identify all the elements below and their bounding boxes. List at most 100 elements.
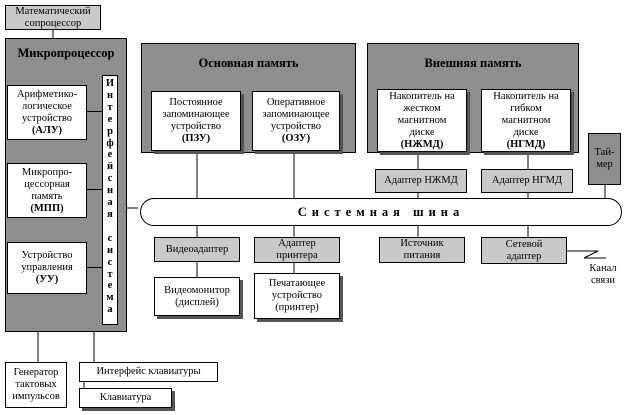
external-memory-block: Внешняя память Накопитель на жестком маг…: [367, 43, 579, 153]
timer-box: Тай- мер: [588, 133, 621, 185]
interface-system-letter: с: [107, 173, 113, 185]
coprocessor-line1: Математический: [15, 5, 91, 17]
interface-system-letter: й: [106, 161, 114, 173]
clock-generator-box: Генератор тактовых импульсов: [5, 362, 67, 408]
alu-line3: устройство: [21, 112, 73, 124]
fdd-line1: Накопитель на: [493, 90, 559, 102]
clock-generator-line1: Генератор: [13, 367, 59, 378]
mpp-box: Микропро- цессорная память (МПП): [7, 163, 87, 218]
alu-box: Арифметико- логическое устройство (АЛУ): [7, 85, 87, 140]
mpp-connector: [87, 189, 102, 190]
uu-box: Устройство управления (УУ): [7, 242, 87, 294]
system-bus: Системная шина: [140, 198, 622, 226]
main-memory-block: Основная память Постоянное запоминающее …: [141, 43, 356, 153]
channel-label: Канал связи: [582, 263, 624, 287]
interface-system-letter: с: [107, 256, 113, 268]
printer-adapter-line1: Адаптер: [278, 238, 316, 249]
interface-system-letter: ф: [106, 137, 114, 149]
interface-system-letter: е: [107, 113, 113, 125]
adapter-hdd-label: Адаптер НЖМД: [384, 175, 458, 186]
printer-adapter-line2: принтера: [276, 250, 318, 261]
timer-line2: мер: [596, 159, 613, 170]
interface-system-letter: я: [107, 208, 113, 220]
hdd-line4: диске: [409, 126, 435, 138]
math-coprocessor: Математический сопроцессор: [5, 5, 101, 30]
interface-system-letter: т: [107, 268, 113, 280]
hdd-line2: жестком: [403, 102, 441, 114]
hdd-line1: Накопитель на: [389, 90, 455, 102]
uu-connector: [87, 267, 102, 268]
channel-line1: Канал: [589, 263, 617, 274]
interface-system-letter: [106, 221, 114, 233]
uu-line2: управления: [21, 262, 73, 273]
power-supply-box: Источник питания: [379, 237, 465, 263]
coprocessor-line2: сопроцессор: [24, 17, 82, 29]
alu-line1: Арифметико-: [16, 88, 78, 100]
printer-adapter-box: Адаптер принтера: [254, 237, 340, 263]
ram-box: Оперативное запоминающее устройство (ОЗУ…: [252, 91, 340, 151]
adapter-hdd-box: Адаптер НЖМД: [375, 169, 467, 193]
adapter-fdd-box: Адаптер НГМД: [481, 169, 573, 193]
rom-line1: Постоянное: [169, 97, 223, 108]
hdd-line3: магнитном: [397, 114, 447, 126]
alu-abbr: (АЛУ): [31, 124, 63, 136]
printer-line1: Печатающее: [268, 278, 326, 289]
interface-system-letter: р: [107, 125, 113, 137]
interface-system-letter: а: [107, 304, 113, 316]
interface-system-letter: н: [106, 89, 114, 101]
alu-connector: [87, 111, 102, 112]
interface-system-letter: е: [107, 280, 113, 292]
fdd-line3: магнитном: [501, 114, 551, 126]
hdd-box: Накопитель на жестком магнитном диске (Н…: [377, 89, 467, 152]
timer-line1: Тай-: [594, 147, 615, 158]
ram-line3: устройство: [270, 121, 322, 132]
network-adapter-box: Сетевой адаптер: [481, 237, 567, 264]
uu-line1: Устройство: [21, 250, 73, 261]
video-adapter-box: Видеоадаптер: [154, 237, 240, 262]
fdd-line2: гибком: [510, 102, 542, 114]
mpp-abbr: (МПП): [30, 202, 64, 214]
interface-system-letter: е: [107, 149, 113, 161]
fdd-line4: диске: [513, 126, 539, 138]
clock-generator-line2: тактовых: [15, 379, 57, 390]
fdd-abbr: (НГМД): [506, 138, 546, 150]
power-supply-line1: Источник: [400, 238, 444, 249]
channel-line2: связи: [590, 275, 616, 286]
main-memory-title: Основная память: [198, 56, 299, 70]
network-adapter-line2: адаптер: [506, 250, 542, 262]
ram-abbr: (ОЗУ): [281, 133, 311, 144]
external-memory-title: Внешняя память: [424, 56, 522, 70]
interface-system-letter: и: [106, 244, 114, 256]
interface-system-letter: т: [107, 101, 113, 113]
interface-system-letter: И: [105, 78, 115, 89]
video-monitor-line2: (дисплей): [175, 296, 219, 308]
rom-abbr: (ПЗУ): [181, 133, 211, 144]
rom-line2: запоминающее: [162, 109, 230, 120]
network-adapter-line1: Сетевой: [505, 238, 543, 250]
rom-line3: устройство: [170, 121, 222, 132]
alu-line2: логическое: [22, 100, 72, 112]
interface-system-letter: а: [107, 197, 113, 209]
video-adapter-label: Видеоадаптер: [165, 243, 229, 255]
hdd-abbr: (НЖМД): [400, 138, 444, 150]
interface-system-letter: с: [107, 232, 113, 244]
ram-line2: запоминающее: [262, 109, 330, 120]
mpp-line3: память: [31, 190, 63, 202]
adapter-fdd-label: Адаптер НГМД: [491, 175, 563, 186]
microprocessor-title: Микропроцессор: [17, 46, 115, 60]
rom-box: Постоянное запоминающее устройство (ПЗУ): [151, 91, 241, 151]
microprocessor-block: Микропроцессор Арифметико- логическое ус…: [5, 38, 127, 332]
clock-generator-line3: импульсов: [12, 391, 60, 402]
fdd-box: Накопитель на гибком магнитном диске (НГ…: [481, 89, 571, 152]
keyboard-interface-label: Интерфейс клавиатуры: [96, 366, 201, 377]
video-monitor-line1: Видеомонитор: [164, 284, 230, 296]
printer-line3: (принтер): [275, 302, 319, 313]
interface-system-letter: н: [106, 185, 114, 197]
keyboard-interface-box: Интерфейс клавиатуры: [79, 362, 218, 382]
system-bus-label: Системная шина: [297, 204, 465, 219]
uu-abbr: (УУ): [35, 274, 59, 285]
printer-box: Печатающее устройство (принтер): [254, 273, 340, 319]
